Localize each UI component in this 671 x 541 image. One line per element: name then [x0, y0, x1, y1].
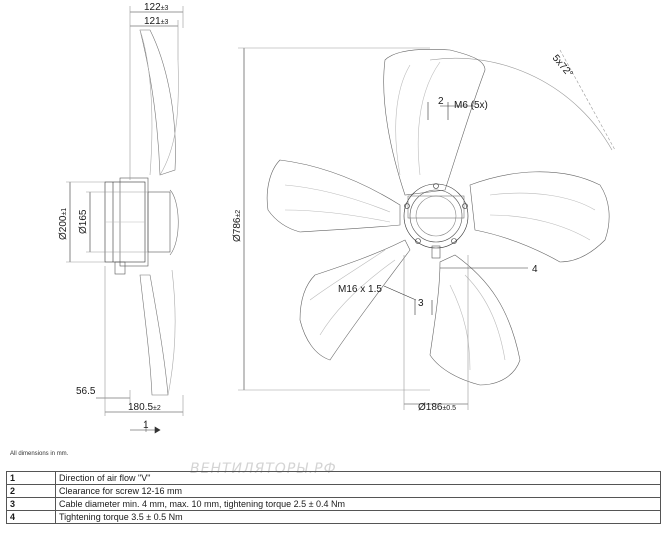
- front-view: [238, 47, 616, 410]
- dimension-labels: 122±3 121±3 Ø200±1 Ø165 56.5 180.5±2 1 2…: [58, 2, 575, 431]
- svg-text:180.5±2: 180.5±2: [128, 402, 161, 413]
- dim-180-5-tol: ±2: [153, 405, 161, 412]
- dim-165: Ø165: [78, 209, 89, 234]
- dim-786-tol: ±2: [235, 210, 242, 218]
- dim-180-5: 180.5: [128, 402, 153, 413]
- dim-122-tol: ±3: [161, 5, 169, 12]
- svg-text:122±3: 122±3: [144, 2, 169, 13]
- dim-121-tol: ±3: [161, 19, 169, 26]
- dim-186-tol: ±0.5: [442, 405, 456, 412]
- svg-text:Ø186±0.5: Ø186±0.5: [418, 402, 456, 413]
- legend-text: Tightening torque 3.5 ± 0.5 Nm: [55, 510, 661, 524]
- legend-num: 1: [6, 471, 56, 485]
- svg-text:Ø786±2: Ø786±2: [232, 210, 243, 242]
- legend-text: Clearance for screw 12-16 mm: [55, 484, 661, 498]
- legend-num: 2: [6, 484, 56, 498]
- legend-text: Cable diameter min. 4 mm, max. 10 mm, ti…: [55, 497, 661, 511]
- table-row: 3 Cable diameter min. 4 mm, max. 10 mm, …: [6, 497, 661, 511]
- table-row: 4 Tightening torque 3.5 ± 0.5 Nm: [6, 510, 661, 524]
- svg-text:121±3: 121±3: [144, 16, 169, 27]
- legend-num: 3: [6, 497, 56, 511]
- legend-text: Direction of air flow "V": [55, 471, 661, 485]
- table-row: 2 Clearance for screw 12-16 mm: [6, 484, 661, 498]
- table-row: 1 Direction of air flow "V": [6, 471, 661, 485]
- callout-1: 1: [143, 420, 149, 431]
- dim-186: Ø186: [418, 402, 443, 413]
- m16-label: M16 x 1.5: [338, 284, 382, 295]
- dim-200: Ø200: [58, 215, 69, 240]
- dim-122: 122: [144, 2, 161, 13]
- svg-text:Ø200±1: Ø200±1: [58, 208, 69, 240]
- side-view: [66, 6, 184, 434]
- dim-786: Ø786: [232, 217, 243, 242]
- fan-technical-drawing: 122±3 121±3 Ø200±1 Ø165 56.5 180.5±2 1 2…: [58, 2, 616, 434]
- dim-121: 121: [144, 16, 161, 27]
- callout-3: 3: [418, 298, 424, 309]
- m6-label: M6 (5x): [454, 100, 488, 111]
- legend-table: 1 Direction of air flow "V" 2 Clearance …: [6, 471, 661, 524]
- angle-label: 5x72°: [550, 53, 575, 80]
- dim-56-5: 56.5: [76, 386, 96, 397]
- dim-200-tol: ±1: [61, 208, 68, 216]
- callout-2: 2: [438, 96, 444, 107]
- legend-num: 4: [6, 510, 56, 524]
- units-note: All dimensions in mm.: [10, 451, 69, 457]
- callout-4: 4: [532, 264, 538, 275]
